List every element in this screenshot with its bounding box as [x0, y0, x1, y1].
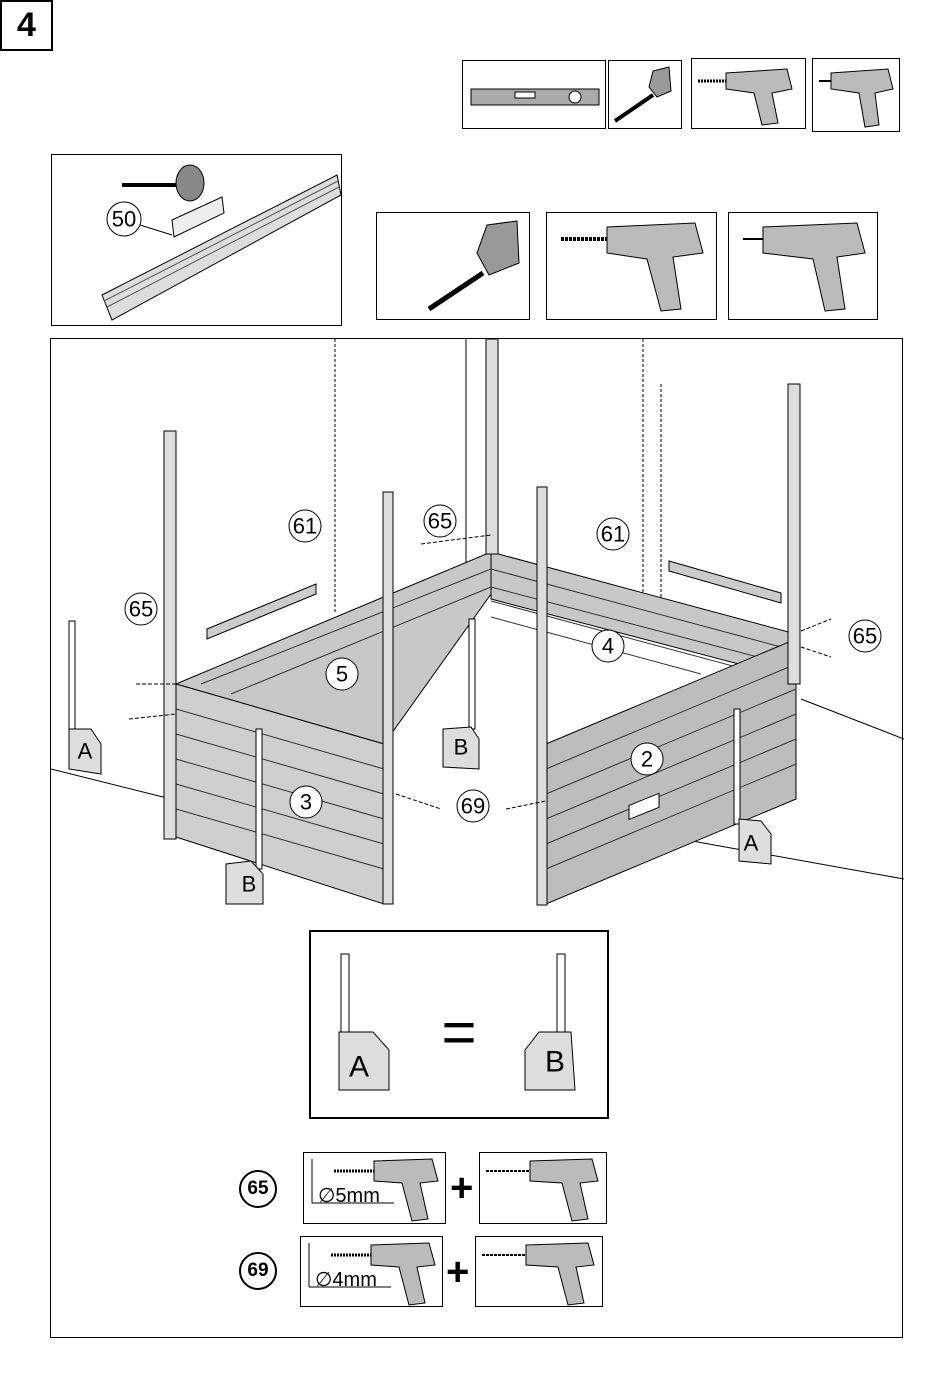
step-number: 4	[0, 0, 53, 51]
part-50-label: 50	[112, 207, 136, 232]
marker-a-right: A	[744, 831, 759, 856]
screwdriver-icon	[482, 1242, 595, 1306]
marker-b-left: B	[242, 872, 257, 897]
spirit-level-icon	[470, 88, 600, 106]
callout-65-left: 65	[129, 597, 153, 622]
part-65-badge: 65	[239, 1170, 277, 1208]
drill-4mm-box: ∅4mm	[300, 1236, 443, 1307]
plus-sign: +	[450, 1166, 474, 1210]
screw-69-box	[475, 1236, 603, 1307]
part-69-badge: 69	[239, 1252, 277, 1290]
screw-65-box	[479, 1152, 607, 1224]
tape-measure-tool	[608, 60, 682, 129]
callout-wall-2: 2	[641, 747, 653, 772]
callout-wall-4: 4	[602, 634, 614, 659]
drill-icon	[311, 1158, 439, 1222]
callout-61-right: 61	[601, 522, 625, 547]
post	[163, 430, 177, 840]
assembly-scene: A B B A 61 65 61 65 65 5 4 3 2 69	[51, 339, 904, 906]
screwdriver-tool	[812, 58, 900, 132]
tape-measure-icon	[427, 220, 520, 312]
equals-sign: =	[441, 999, 476, 1066]
drill-tool-large	[546, 212, 717, 320]
callout-wall-3: 3	[300, 790, 312, 815]
drill-icon	[561, 222, 704, 312]
spirit-level-tool	[462, 60, 606, 129]
wall-2	[545, 638, 797, 905]
screwdriver-icon	[819, 68, 894, 128]
callout-65-back: 65	[428, 509, 452, 534]
callout-69: 69	[461, 794, 485, 819]
tape-measure-icon	[613, 66, 672, 123]
post	[382, 491, 394, 905]
screwdriver-tool-large	[728, 212, 878, 320]
main-assembly-panel: A B B A 61 65 61 65 65 5 4 3 2 69	[50, 338, 904, 1338]
drill-icon	[698, 68, 793, 126]
equality-b: B	[545, 1046, 565, 1079]
drill-tool	[691, 58, 806, 129]
post	[485, 339, 499, 555]
callout-61-left: 61	[293, 514, 317, 539]
marker-b-center: B	[454, 735, 469, 760]
drill-diameter-5mm: ∅5mm	[318, 1185, 380, 1207]
equality-box: A = B	[309, 930, 609, 1119]
equality-illustration: A = B	[338, 953, 576, 1091]
callout-65-right: 65	[853, 624, 877, 649]
screwdriver-icon	[743, 222, 866, 312]
plus-sign: +	[446, 1250, 470, 1294]
marker-a-left: A	[78, 739, 93, 764]
equality-a: A	[349, 1051, 369, 1084]
post	[536, 486, 548, 906]
post	[787, 383, 801, 685]
screwdriver-icon	[486, 1158, 599, 1222]
drill-icon	[308, 1242, 436, 1306]
rail-illustration: 50	[101, 164, 342, 321]
inset-detail: 50	[51, 154, 342, 326]
drill-diameter-4mm: ∅4mm	[315, 1269, 377, 1291]
callout-wall-5: 5	[336, 662, 348, 687]
drill-5mm-box: ∅5mm	[303, 1152, 446, 1224]
tape-measure-tool-large	[376, 212, 530, 320]
